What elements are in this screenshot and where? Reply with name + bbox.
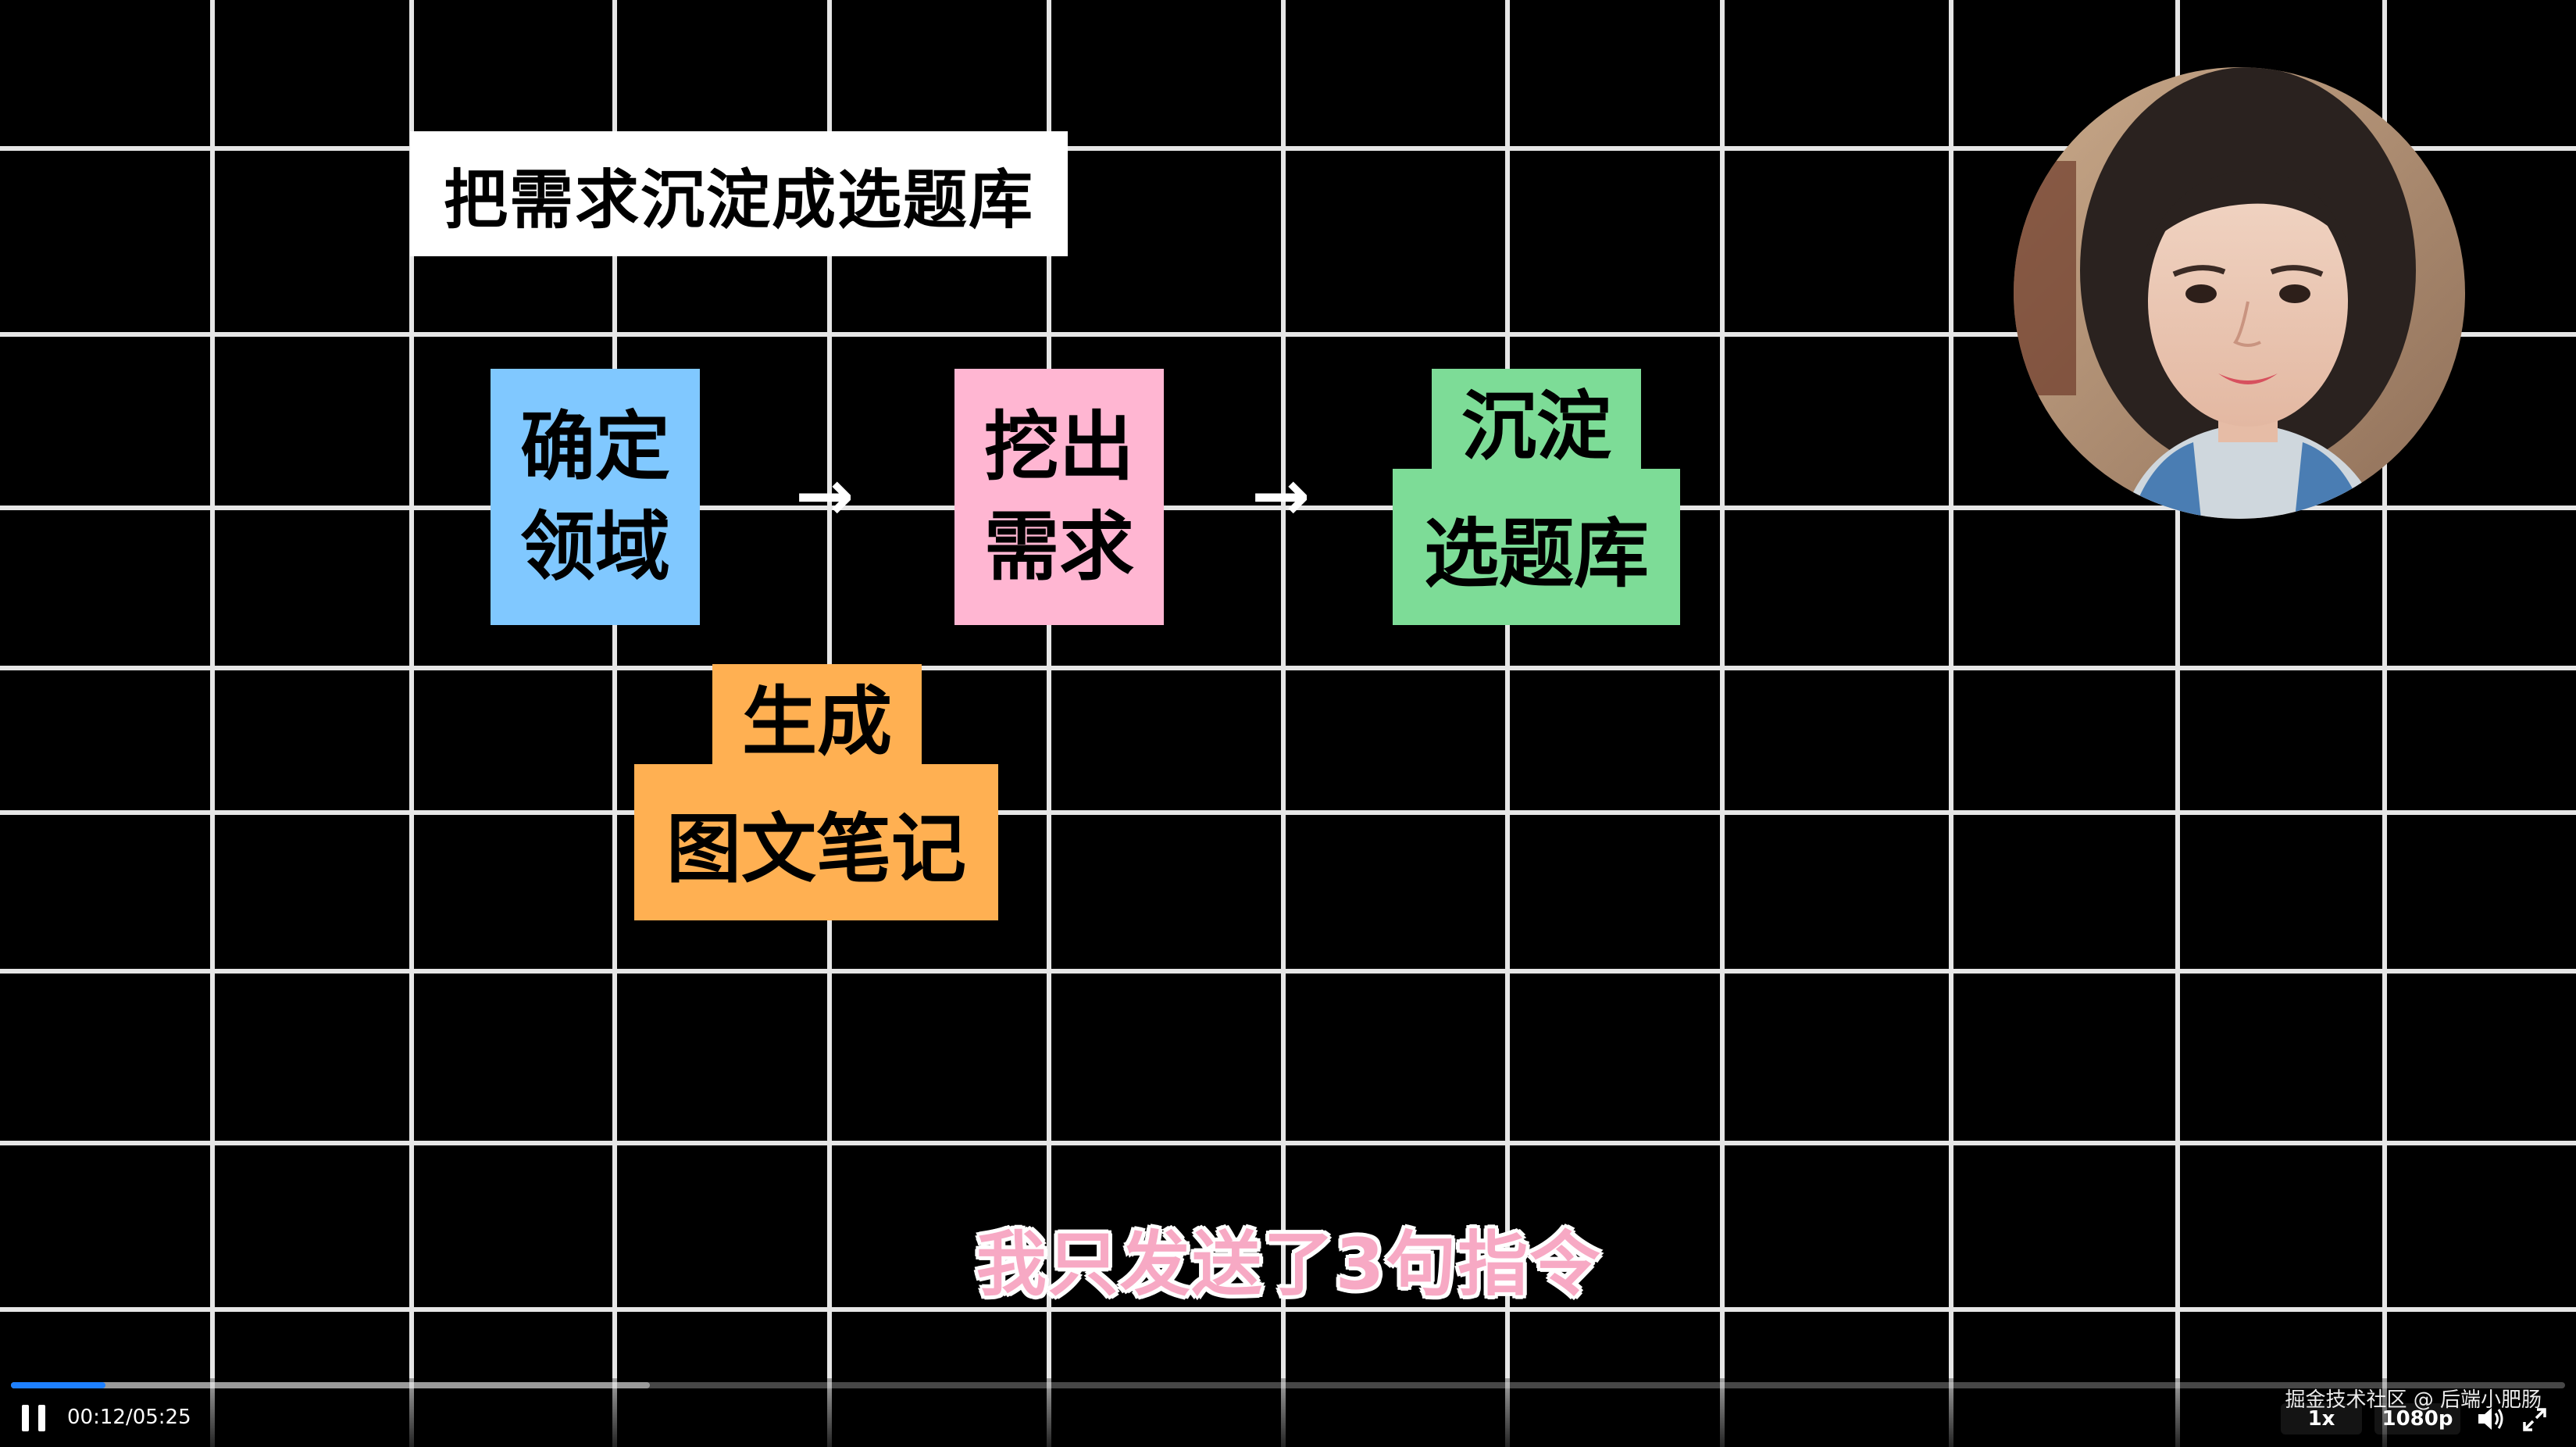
progress-played xyxy=(11,1382,105,1388)
presenter-portrait xyxy=(2014,67,2465,519)
playback-speed-button[interactable]: 1x xyxy=(2281,1403,2362,1434)
step-dig-demand-line1: 挖出 xyxy=(984,403,1134,491)
time-separator: / xyxy=(125,1406,133,1429)
volume-button[interactable] xyxy=(2476,1405,2507,1433)
fullscreen-icon xyxy=(2523,1408,2546,1431)
watermark: 掘金技术社区 @ 后端小肥肠 xyxy=(2285,1388,2542,1412)
quality-button[interactable]: 1080p xyxy=(2374,1403,2460,1434)
pause-icon xyxy=(22,1405,29,1431)
pause-button[interactable] xyxy=(22,1405,45,1431)
step-generate-notes-line2: 图文笔记 xyxy=(634,764,998,920)
presenter-avatar xyxy=(2014,67,2465,519)
volume-icon xyxy=(2478,1408,2503,1430)
arrow-right-icon: → xyxy=(795,455,855,537)
step-define-domain-line2: 领域 xyxy=(520,503,670,591)
step-dig-demand: 挖出 需求 xyxy=(954,369,1164,625)
step-build-topic-library-line2: 选题库 xyxy=(1393,469,1680,625)
player-control-bar xyxy=(0,1378,2576,1447)
step-generate-notes-line1: 生成 xyxy=(712,664,922,766)
pause-icon-bar xyxy=(38,1405,45,1431)
video-subtitle: 我只发送了3句指令 xyxy=(976,1224,1602,1306)
arrow-right-icon: → xyxy=(1251,455,1311,537)
step-define-domain-line1: 确定 xyxy=(520,403,670,491)
slide-title: 把需求沉淀成选题库 xyxy=(410,131,1068,256)
fullscreen-button[interactable] xyxy=(2521,1406,2548,1433)
time-display: 00:12/05:25 xyxy=(67,1403,191,1431)
progress-bar[interactable] xyxy=(11,1382,2565,1388)
step-define-domain: 确定 领域 xyxy=(491,369,700,625)
total-duration: 05:25 xyxy=(132,1406,191,1429)
step-build-topic-library: 沉淀 选题库 xyxy=(1393,369,1680,625)
progress-buffered xyxy=(11,1382,650,1388)
step-dig-demand-line2: 需求 xyxy=(984,503,1134,591)
step-generate-notes: 生成 图文笔记 xyxy=(634,664,998,920)
current-time: 00:12 xyxy=(67,1406,126,1429)
step-build-topic-library-line1: 沉淀 xyxy=(1432,369,1641,470)
